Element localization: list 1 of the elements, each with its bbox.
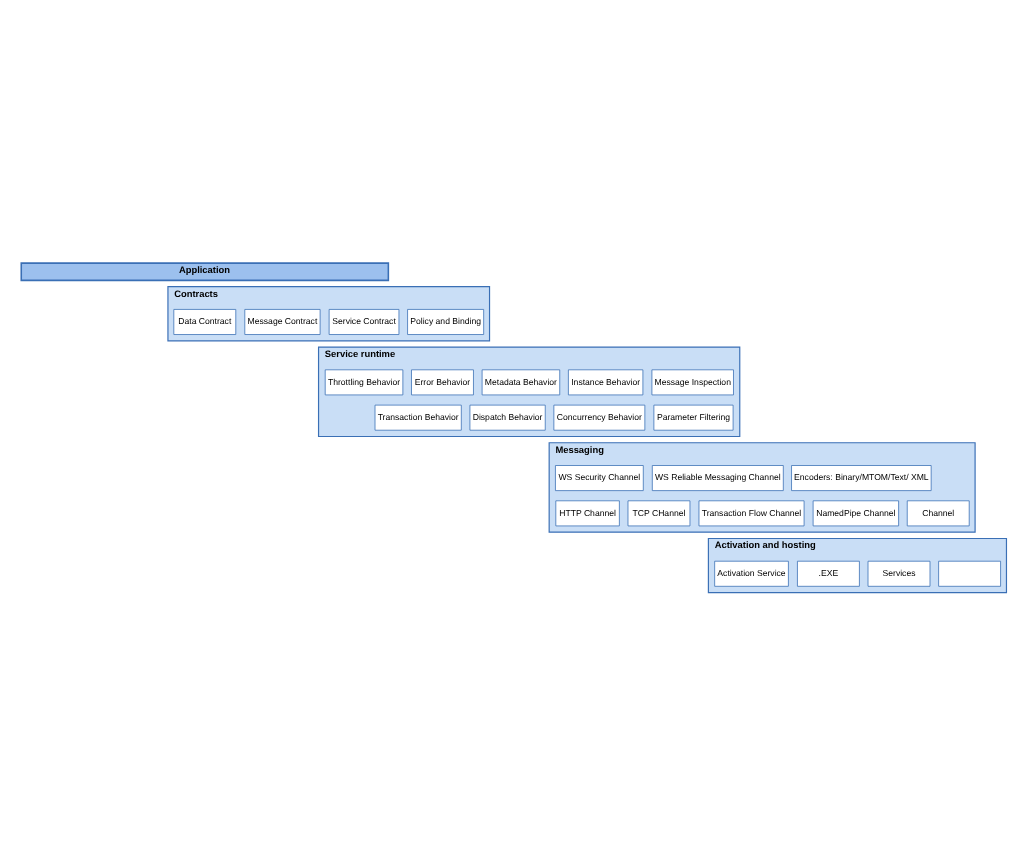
node-box xyxy=(938,560,1001,587)
